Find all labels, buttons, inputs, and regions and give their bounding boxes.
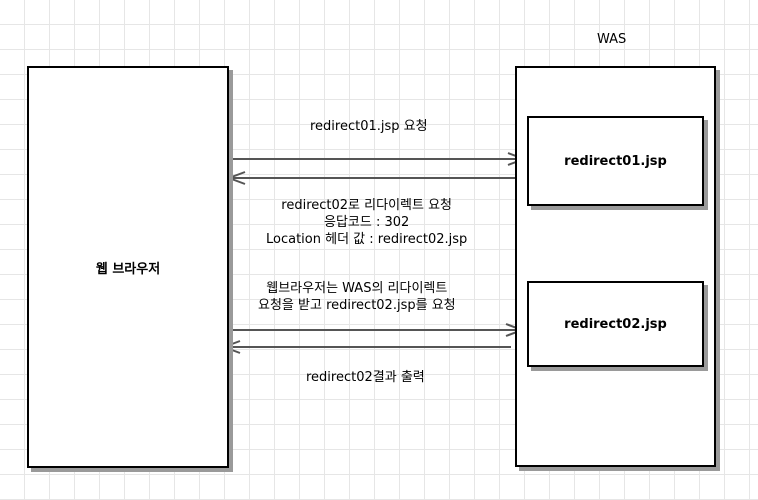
web-browser-box: 웹 브라우저 xyxy=(27,66,229,468)
request-redirect02-line: 요청을 받고 redirect02.jsp를 요청 xyxy=(258,298,456,313)
redirect02-jsp-box: redirect02.jsp xyxy=(527,281,704,367)
result-output-label: redirect02결과 출력 xyxy=(306,370,425,385)
redirect01-jsp-label: redirect01.jsp xyxy=(564,153,667,169)
redirect02-jsp-label: redirect02.jsp xyxy=(564,316,667,332)
was-title: WAS xyxy=(597,32,627,47)
request-redirect02-label: 웹브라우저는 WAS의 리다이렉트 요청을 받고 redirect02.jsp를… xyxy=(258,280,456,314)
redirect-response-label: redirect02로 리다이렉트 요청 응답코드 : 302 Location… xyxy=(266,197,467,248)
request-redirect02-line: 웹브라우저는 WAS의 리다이렉트 xyxy=(266,281,448,296)
request-redirect01-label: redirect01.jsp 요청 xyxy=(310,119,428,134)
redirect-response-line: redirect02로 리다이렉트 요청 xyxy=(281,198,453,213)
redirect01-jsp-box: redirect01.jsp xyxy=(527,116,704,206)
arrowhead-response-redirect xyxy=(226,171,246,185)
web-browser-label: 웹 브라우저 xyxy=(95,261,161,277)
redirect-response-line: Location 헤더 값 : redirect02.jsp xyxy=(266,232,468,247)
redirect-response-line: 응답코드 : 302 xyxy=(324,215,410,230)
